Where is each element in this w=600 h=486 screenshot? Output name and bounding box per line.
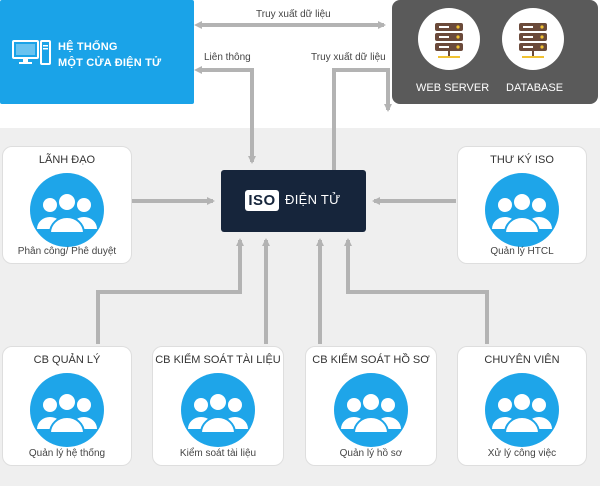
node-cb-quan-ly: CB QUẢN LÝ Quản lý hệ thống: [2, 346, 132, 466]
user-group-icon: [485, 173, 559, 247]
node-title: CB KIỂM SOÁT TÀI LIỆU: [155, 354, 281, 366]
node-title: CB QUẢN LÝ: [33, 354, 101, 366]
node-lanh-dao: LÃNH ĐẠO Phân công/ Phê duyệt: [2, 146, 132, 264]
server-group-box: WEB SERVER DATABASE: [392, 0, 598, 104]
user-group-icon: [334, 373, 408, 447]
node-subtitle: Xử lý công việc: [487, 448, 557, 459]
server-stack-icon: [519, 23, 547, 58]
server-stack-icon: [435, 23, 463, 58]
system-title-line2: MỘT CỬA ĐIỆN TỬ: [58, 57, 162, 69]
node-chuyen-vien: CHUYÊN VIÊN Xử lý công việc: [457, 346, 587, 466]
node-subtitle: Phân công/ Phê duyệt: [17, 246, 117, 257]
arrow-chuyen-vien-iso: [344, 238, 489, 344]
user-group-icon: [181, 373, 255, 447]
iso-text: ĐIỆN TỬ: [285, 192, 341, 207]
database-label: DATABASE: [506, 82, 564, 94]
iso-center-box: ISO ĐIỆN TỬ: [221, 170, 366, 232]
user-group-icon: [485, 373, 559, 447]
web-server-label: WEB SERVER: [416, 82, 490, 94]
user-group-icon: [30, 173, 104, 247]
arrow-lien-thong: [194, 66, 256, 164]
node-title: CHUYÊN VIÊN: [484, 354, 560, 366]
node-subtitle: Quản lý HTCL: [490, 246, 554, 257]
computer-icon: [12, 40, 51, 65]
web-server-circle: [418, 8, 480, 70]
iso-tag: ISO: [245, 190, 279, 211]
label-top-access: Truy xuất dữ liệu: [256, 9, 331, 20]
label-lien-thong: Liên thông: [204, 52, 251, 63]
database-circle: [502, 8, 564, 70]
system-title-line1: HỆ THỐNG: [58, 41, 118, 53]
node-title: LÃNH ĐẠO: [38, 154, 96, 166]
arrow-cb-quan-ly-iso: [96, 238, 244, 344]
node-title: CB KIỂM SOÁT HỒ SƠ: [312, 354, 430, 366]
node-cb-ks-tai-lieu: CB KIỂM SOÁT TÀI LIỆU Kiểm soát tài liệu: [152, 346, 284, 466]
arrow-iso-server: [332, 68, 392, 170]
node-subtitle: Kiểm soát tài liệu: [179, 448, 257, 459]
user-group-icon: [30, 373, 104, 447]
node-title: THƯ KÝ ISO: [490, 154, 554, 166]
node-subtitle: Quản lý hồ sơ: [339, 448, 403, 459]
node-cb-ks-ho-so: CB KIỂM SOÁT HỒ SƠ Quản lý hồ sơ: [305, 346, 437, 466]
system-one-door-box: HỆ THỐNG MỘT CỬA ĐIỆN TỬ: [0, 0, 194, 104]
node-thu-ky-iso: THƯ KÝ ISO Quản lý HTCL: [457, 146, 587, 264]
node-subtitle: Quản lý hệ thống: [28, 448, 106, 459]
label-mid-access: Truy xuất dữ liệu: [311, 52, 386, 63]
